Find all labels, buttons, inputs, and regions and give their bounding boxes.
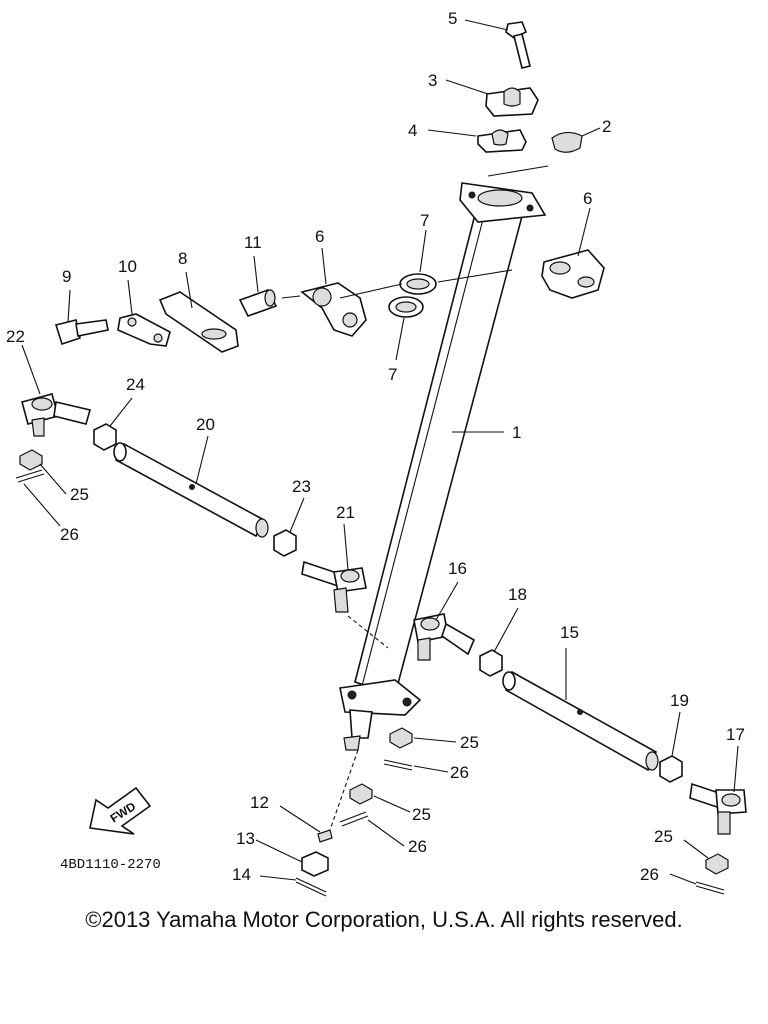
- callout-1: 1: [512, 423, 521, 442]
- part-cotter-pins: [15, 469, 725, 897]
- part-bracket-right: [541, 249, 605, 299]
- part-rod-end-21: [301, 560, 367, 613]
- part-bolt-9: [54, 319, 109, 346]
- callout-19: 19: [670, 691, 689, 710]
- callout-26b: 26: [450, 763, 469, 782]
- callout-10: 10: [118, 257, 137, 276]
- callout-24: 24: [126, 375, 145, 394]
- callout-4: 4: [408, 121, 417, 140]
- callout-7a: 7: [420, 211, 429, 230]
- callout-18: 18: [508, 585, 527, 604]
- callout-25a: 25: [70, 485, 89, 504]
- callout-6a: 6: [583, 189, 592, 208]
- part-code: 4BD1110-2270: [60, 857, 161, 873]
- callout-labels: 1 2 3 4 5 6 6 7 7 8 9 10 11 12 13 14 15 …: [6, 9, 745, 884]
- callout-17: 17: [726, 725, 745, 744]
- part-rod-end-17: [689, 782, 747, 835]
- callout-6b: 6: [315, 227, 324, 246]
- callout-26c: 26: [408, 837, 427, 856]
- part-tie-rod-20: [113, 442, 269, 538]
- part-upper-holder: [485, 87, 539, 117]
- part-bolt-top: [505, 21, 531, 69]
- part-lower-holder: [477, 129, 527, 153]
- part-nuts: [19, 423, 729, 877]
- callout-8: 8: [178, 249, 187, 268]
- part-collar: [238, 289, 278, 317]
- callout-14: 14: [232, 865, 251, 884]
- part-plate: [158, 291, 239, 353]
- fwd-arrow-icon: FWD: [89, 786, 152, 835]
- steering-parts-diagram: 1 2 3 4 5 6 6 7 7 8 9 10 11 12 13 14 15 …: [6, 9, 747, 897]
- callout-15: 15: [560, 623, 579, 642]
- steering-column: [339, 182, 547, 751]
- callout-13: 13: [236, 829, 255, 848]
- callout-25c: 25: [412, 805, 431, 824]
- callout-25b: 25: [460, 733, 479, 752]
- part-lock-washer: [117, 313, 171, 347]
- callout-16: 16: [448, 559, 467, 578]
- callout-26d: 26: [640, 865, 659, 884]
- callout-25d: 25: [654, 827, 673, 846]
- part-seals: [388, 273, 437, 318]
- callout-23: 23: [292, 477, 311, 496]
- callout-5: 5: [448, 9, 457, 28]
- leader-lines: [21, 19, 739, 885]
- copyright-notice: ©2013 Yamaha Motor Corporation, U.S.A. A…: [85, 907, 683, 932]
- part-pitman-arm: [300, 282, 367, 337]
- part-rod-end-22: [21, 393, 91, 437]
- callout-20: 20: [196, 415, 215, 434]
- callout-2: 2: [602, 117, 611, 136]
- callout-3: 3: [428, 71, 437, 90]
- part-cap: [551, 131, 583, 153]
- callout-26a: 26: [60, 525, 79, 544]
- callout-21: 21: [336, 503, 355, 522]
- part-tie-rod-15: [502, 670, 659, 772]
- part-rod-end-16: [413, 613, 476, 661]
- callout-11: 11: [244, 233, 262, 252]
- callout-12: 12: [250, 793, 269, 812]
- callout-9: 9: [62, 267, 71, 286]
- callout-22: 22: [6, 327, 25, 346]
- callout-7b: 7: [388, 365, 397, 384]
